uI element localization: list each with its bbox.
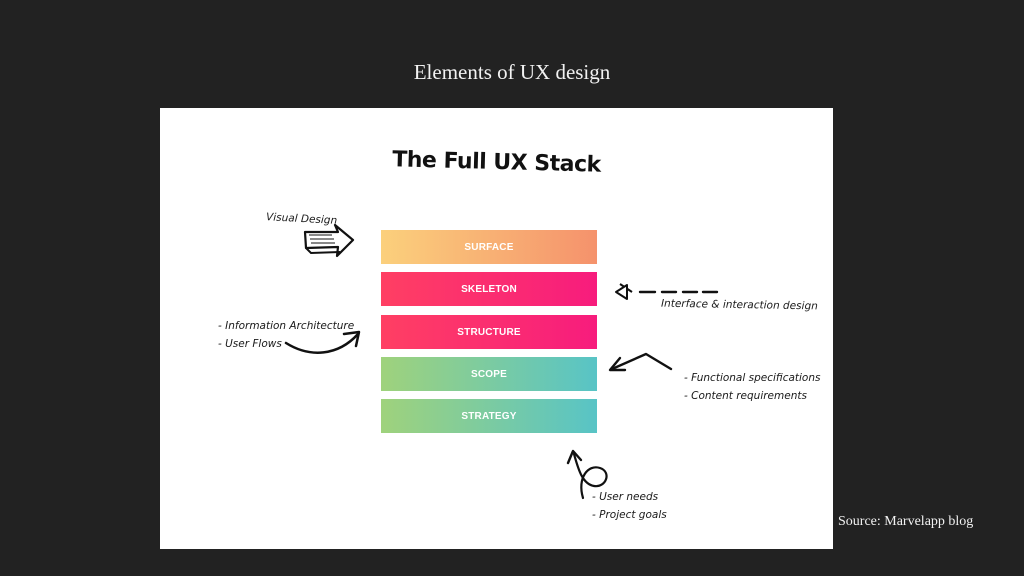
layer-surface: SURFACE — [381, 230, 597, 264]
annotation-line: - Content requirements — [684, 390, 807, 402]
annotation-information-architecture: - Information Architecture - User Flows — [218, 317, 354, 353]
layer-scope: SCOPE — [381, 357, 597, 391]
annotation-line: - Information Architecture — [218, 320, 355, 332]
block-arrow-icon — [303, 223, 355, 258]
ux-stack-diagram: The Full UX Stack SURFACE SKELETON STRUC… — [160, 108, 833, 549]
bent-arrow-icon — [610, 352, 673, 371]
annotation-strategy-notes: - User needs - Project goals — [592, 488, 667, 524]
layer-skeleton: SKELETON — [381, 272, 597, 306]
annotation-line: - Functional specifications — [684, 372, 821, 384]
slide-title: Elements of UX design — [413, 60, 611, 84]
annotation-line: - Project goals — [592, 509, 667, 521]
annotation-line: - User needs — [592, 491, 659, 503]
loop-arrow-icon — [572, 452, 608, 500]
annotation-functional: - Functional specifications - Content re… — [684, 369, 821, 405]
curved-arrow-icon — [284, 332, 360, 354]
layer-strategy: STRATEGY — [381, 399, 597, 433]
hand-drawn-arrows — [284, 223, 719, 500]
layer-structure: STRUCTURE — [381, 315, 597, 349]
source-credit: Source: Marvelapp blog — [838, 514, 974, 529]
annotation-line: - User Flows — [218, 338, 282, 350]
